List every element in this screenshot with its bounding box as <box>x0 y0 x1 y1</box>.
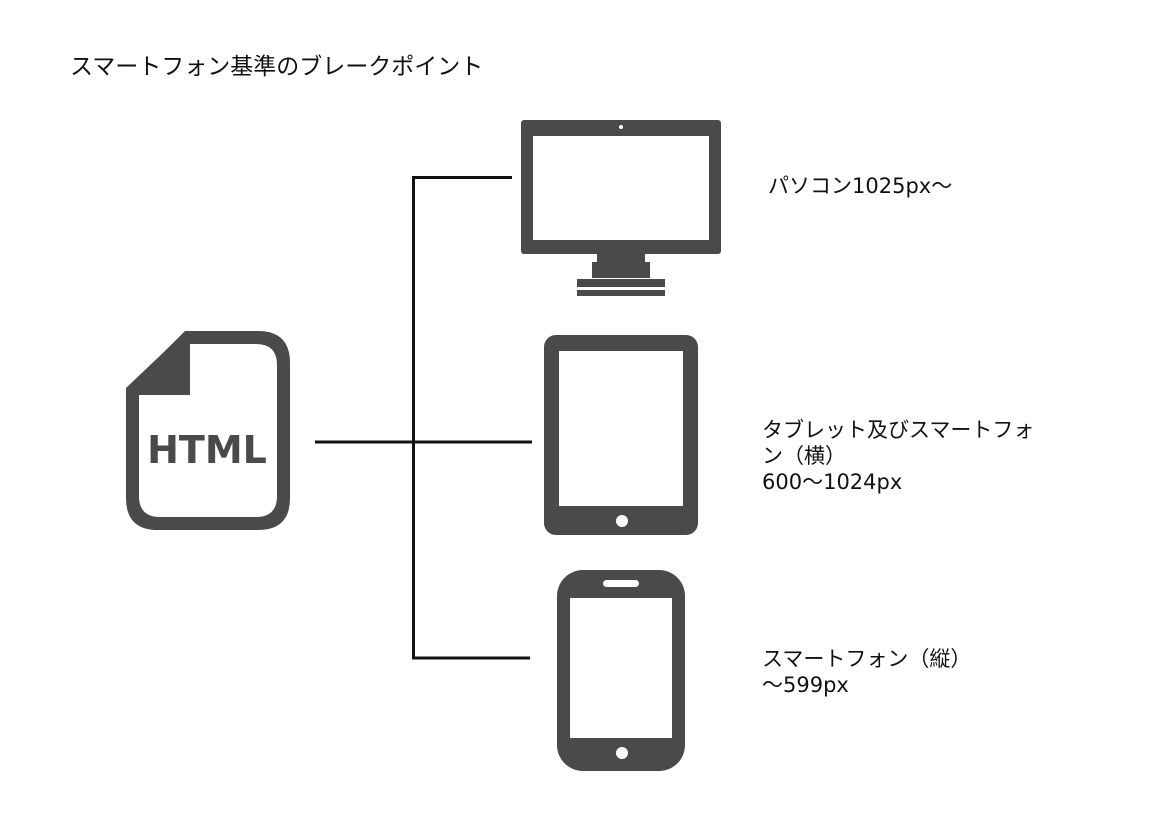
device-label-phone: スマートフォン（縦） 〜599px <box>762 646 971 698</box>
html-file-icon: HTML <box>126 331 290 530</box>
device-label-tablet: タブレット及びスマートフォ ン（横） 600〜1024px <box>762 417 1034 495</box>
device-range-tablet: 600〜1024px <box>762 470 903 494</box>
connector-lines <box>315 176 532 660</box>
device-label-pc: パソコン1025px〜 <box>768 173 952 199</box>
tablet-icon <box>544 335 698 535</box>
device-name-tablet-line1: タブレット及びスマートフォ <box>762 418 1035 442</box>
device-range-phone: 〜599px <box>762 673 849 697</box>
smartphone-icon <box>557 570 685 771</box>
diagram-title: スマートフォン基準のブレークポイント <box>70 54 484 80</box>
device-name-phone: スマートフォン（縦） <box>762 647 972 671</box>
device-range-pc: 1025px〜 <box>852 174 953 198</box>
device-name-pc: パソコン <box>768 174 852 198</box>
device-name-tablet-line2: ン（横） <box>762 444 846 468</box>
html-file-label: HTML <box>147 428 267 472</box>
desktop-monitor-icon <box>521 120 721 296</box>
